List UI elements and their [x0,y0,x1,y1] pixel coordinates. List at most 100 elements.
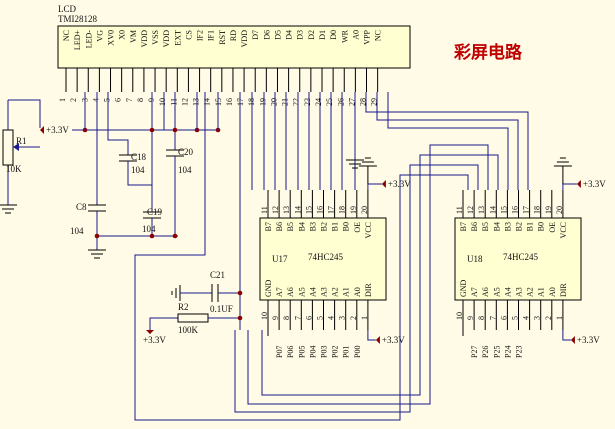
c19-ref: C19 [147,207,163,217]
lcd-pin-label: A0 [351,30,360,40]
ic-pin-number: 7 [488,316,497,320]
ic-pin-label: OE [548,222,557,233]
ic-pin-label: OE [353,222,362,233]
supply-arrow [381,180,386,188]
ground-symbol [358,157,377,184]
ic-part: 74HC245 [503,252,539,262]
c8-capacitor [88,204,106,212]
ic-pin-number: 1 [555,316,564,320]
ic-body [454,217,582,301]
lcd-pin-label: RD [229,30,238,41]
ic-pin-label: B5 [481,222,490,231]
ic-pin-number: 3 [338,316,347,320]
lcd-pin-label: NC [374,30,383,41]
ic-pin-number: 11 [455,206,464,214]
ic-pin-label: B7 [264,222,273,231]
r1-resistor [2,129,14,166]
dir-wire [562,330,571,341]
dir-wire [367,330,376,341]
lcd-pin-label: D5 [273,30,282,40]
dir-label: +3.3V [577,335,600,345]
lcd-pin-number: 25 [325,98,334,106]
ic-pin-label: B2 [320,222,329,231]
ic-pin-label: B0 [342,222,351,231]
ic-pin-number: 2 [544,316,553,320]
lcd-pin-number: 2 [69,98,78,102]
ic-pin-label: VCC [559,222,568,238]
lcd-name: LCD [58,4,77,14]
ic-pin-label: DIR [364,283,373,297]
lcd-pin-label: VG [95,30,104,42]
ic-pin-number: 20 [555,206,564,214]
circuit-title: 彩屏电路 [453,42,523,63]
c18-ref: C18 [131,152,147,162]
lcd-pin-group: NC1LED+2LED-3VG4XV05X06VM7VDD8VSS9VDD10E… [58,29,383,106]
lcd-pin-label: D7 [251,30,260,40]
ic-pin-number: 3 [533,316,542,320]
supply-arrow [375,336,380,344]
ic-pin-number: 7 [293,316,302,320]
ic-pin-label: B4 [492,222,501,231]
lcd-pin-number: 11 [169,98,178,106]
ic-pin-number: 2 [349,316,358,320]
lcd-pin-number: 5 [103,98,112,102]
ic-pin-number: 9 [466,316,475,320]
c20-value: 104 [178,165,192,175]
port-net-label: P07 [275,346,284,358]
ic-pin-label: B1 [526,222,535,231]
ic-pin-number: 15 [304,206,313,214]
lcd-pin-number: 22 [292,98,301,106]
ic-part: 74HC245 [308,252,344,262]
lcd-pin-number: 12 [180,98,189,106]
lcd-pin-label: LED- [84,30,93,49]
bus-wires [134,92,529,421]
lcd-module-body [57,25,411,69]
ic-pin-label: B7 [459,222,468,231]
ic-pin-number: 1 [360,316,369,320]
ic-pin-number: 19 [349,206,358,214]
ic-pin-number: 8 [477,316,486,320]
ic-pin-label: A7 [470,287,479,297]
ground-symbol [553,157,572,184]
lcd-pin-number: 6 [114,98,123,102]
ic-pin-label: GND [264,279,273,297]
dir-label: +3.3V [382,335,405,345]
ic-pin-label: B6 [470,222,479,231]
ic-pin-number: 18 [338,206,347,214]
ic-pin-label: B3 [503,222,512,231]
ic-pin-label: B1 [331,222,340,231]
ic-pin-label: A5 [297,287,306,297]
ic-pin-number: 17 [522,206,531,214]
ic-ref: U17 [272,254,288,264]
lcd-pin-label: RST [218,30,227,45]
ic-pin-number: 20 [360,206,369,214]
lcd-pin-label: D0 [329,30,338,40]
port-net-label: P25 [492,346,501,358]
lcd-pin-label: IF2 [196,30,205,41]
r1-ref: R1 [16,136,27,146]
supply-arrow [146,330,154,334]
lcd-pin-label: XV0 [107,30,116,46]
ic-pin-label: GND [459,279,468,297]
ic-pin-number: 17 [327,206,336,214]
r2-supply-label: +3.3V [143,335,166,345]
ic-pin-label: B6 [275,222,284,231]
lcd-pin-number: 14 [203,98,212,106]
r2-resistor [177,313,209,323]
ic-pin-number: 6 [499,316,508,320]
r2-ref: R2 [178,302,189,312]
lcd-pin-label: CS [184,30,193,40]
lcd-pin-label: VDD [240,30,249,48]
reset-network: C21 0.1UF R2 100K +3.3V [143,92,243,345]
ic-pin-number: 14 [488,206,497,214]
lcd-pin-number: 24 [314,98,323,106]
ic-pin-label: A7 [275,287,284,297]
vcc-wire [562,183,577,190]
lcd-pin-number: 20 [269,98,278,106]
ic-pin-number: 4 [327,316,336,320]
lcd-pin-label: LED+ [73,30,82,51]
lcd-pin-number: 16 [225,98,234,106]
